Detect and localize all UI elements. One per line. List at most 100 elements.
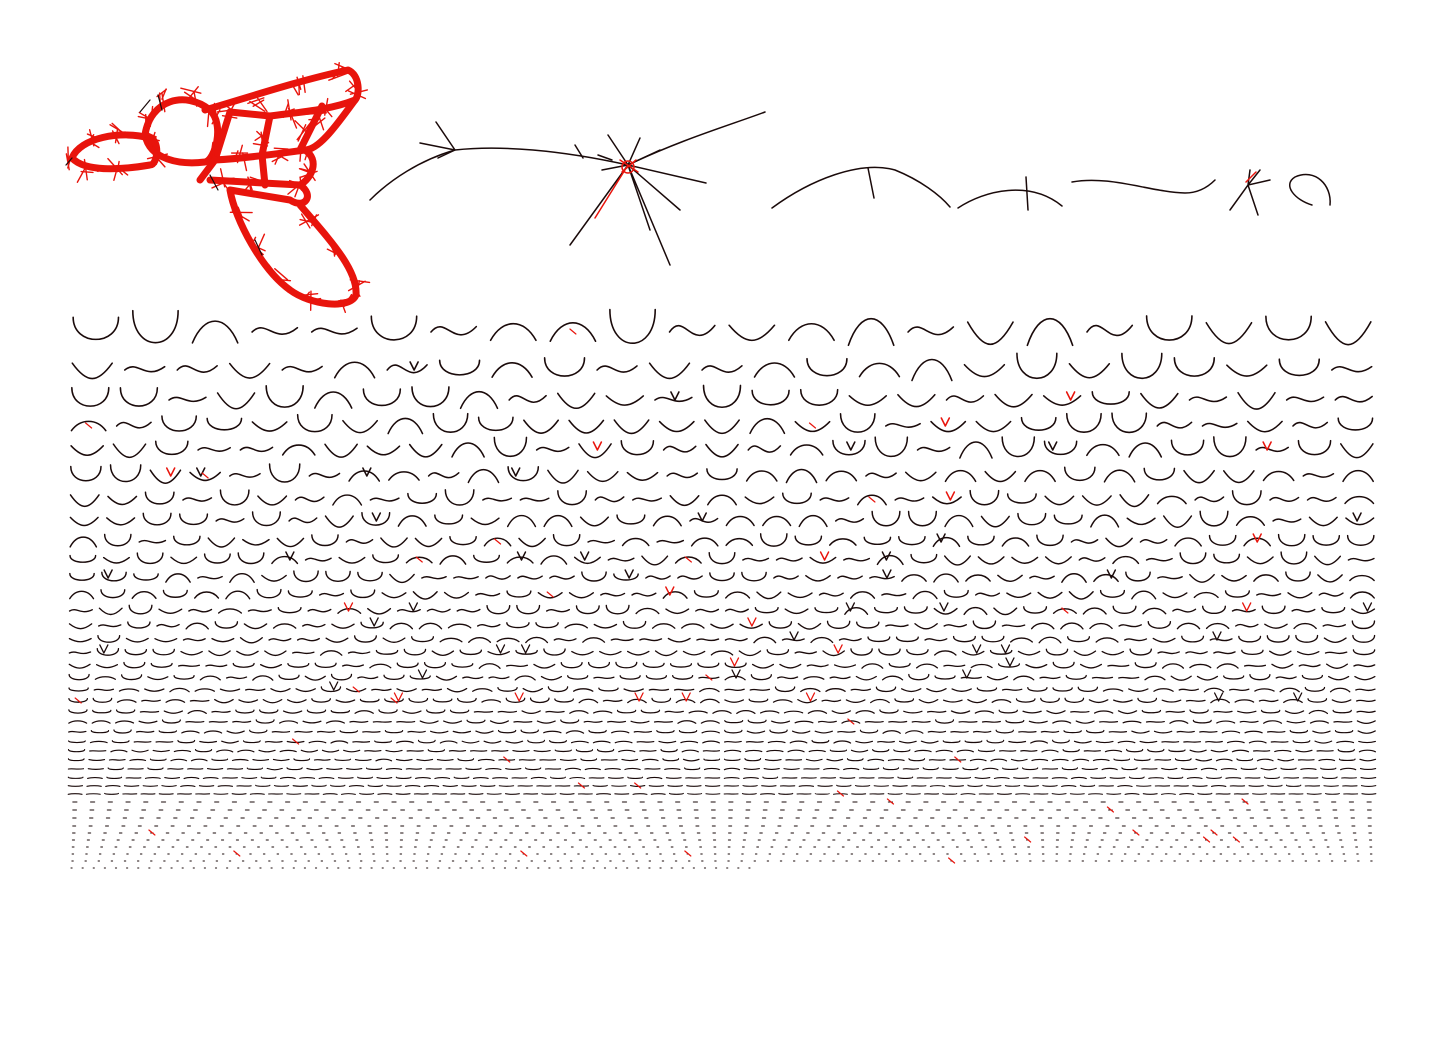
ring-hatch-mark [282, 102, 290, 118]
small-component [1112, 555, 1140, 565]
small-component [1252, 793, 1268, 795]
small-component [707, 494, 737, 506]
small-component [1121, 352, 1163, 379]
small-component [783, 710, 804, 714]
small-component [1153, 688, 1174, 692]
small-component [162, 589, 188, 598]
small-component [104, 792, 120, 795]
small-component [1139, 740, 1158, 744]
small-component [1215, 758, 1233, 762]
hub-spoke-3 [627, 164, 651, 231]
small-component [645, 675, 668, 680]
ring-hatch-mark [299, 170, 318, 179]
small-component [778, 792, 794, 795]
small-component [741, 571, 767, 582]
small-component [821, 699, 842, 703]
small-component [1118, 624, 1142, 628]
small-component [1095, 637, 1119, 643]
small-component [1105, 537, 1133, 548]
small-component [1061, 784, 1077, 788]
ring-hatch-mark [249, 176, 266, 183]
small-component [1063, 466, 1096, 481]
small-component [1174, 758, 1192, 762]
small-component [156, 623, 180, 628]
ring-hatch-mark [299, 139, 303, 162]
small-component [975, 420, 1012, 433]
small-component [302, 720, 322, 724]
small-component [863, 536, 892, 546]
small-component [235, 709, 255, 714]
small-component [1338, 758, 1356, 762]
small-component [914, 623, 938, 630]
small-component [613, 573, 639, 581]
small-component [1119, 494, 1150, 508]
small-component [142, 785, 159, 787]
small-component [95, 664, 119, 669]
small-component [982, 767, 999, 771]
small-component [775, 557, 803, 562]
small-component [1126, 517, 1156, 526]
small-component [326, 768, 343, 771]
small-component [1332, 709, 1352, 714]
component-red-mark [546, 591, 554, 598]
small-component [1324, 651, 1348, 655]
small-component [798, 514, 828, 528]
small-component [1329, 687, 1351, 693]
small-component [882, 767, 900, 771]
small-component [1053, 514, 1083, 525]
small-component [277, 606, 302, 614]
small-component [485, 767, 502, 771]
small-component [205, 664, 228, 668]
small-component [403, 648, 427, 656]
small-component [98, 607, 123, 616]
small-component [286, 767, 303, 771]
component-red-mark [85, 422, 93, 429]
small-component [543, 514, 573, 528]
small-component [1213, 651, 1236, 655]
ring-hatch-mark [303, 163, 316, 182]
small-component [412, 591, 438, 600]
small-component [264, 740, 283, 743]
small-component [259, 709, 279, 714]
small-component [1221, 730, 1241, 734]
small-component [1144, 675, 1166, 681]
small-component [1181, 635, 1205, 643]
component-branch [882, 569, 892, 579]
small-component [867, 758, 885, 762]
small-component [712, 710, 732, 714]
ring-hatch-mark [349, 89, 369, 95]
small-component [1255, 446, 1290, 453]
small-component [487, 651, 510, 656]
small-component [800, 687, 821, 693]
small-component [573, 688, 594, 692]
component-branch [881, 551, 892, 561]
small-component [1070, 710, 1090, 713]
small-component [144, 688, 165, 692]
small-component [1009, 637, 1033, 643]
small-component [386, 784, 402, 787]
small-component [999, 750, 1017, 752]
small-component [152, 648, 175, 656]
small-component [262, 698, 283, 704]
small-component [1090, 776, 1107, 779]
small-components-grid [67, 308, 1377, 869]
small-component [912, 590, 938, 600]
small-component [1243, 664, 1267, 667]
small-component [1117, 740, 1136, 744]
small-component [556, 392, 596, 410]
small-component [1030, 740, 1048, 744]
small-component [932, 536, 961, 548]
small-component [1128, 776, 1145, 780]
small-component [515, 649, 538, 655]
small-component [163, 710, 184, 714]
small-component [300, 749, 318, 753]
small-component [367, 607, 392, 615]
ring-hatch-mark [249, 100, 266, 112]
small-component [1124, 793, 1140, 795]
small-component [604, 768, 621, 770]
small-component [321, 749, 340, 753]
ring-hatch-mark [89, 141, 100, 149]
component-branch [195, 467, 206, 477]
small-component [633, 730, 653, 733]
small-component [1134, 662, 1157, 669]
